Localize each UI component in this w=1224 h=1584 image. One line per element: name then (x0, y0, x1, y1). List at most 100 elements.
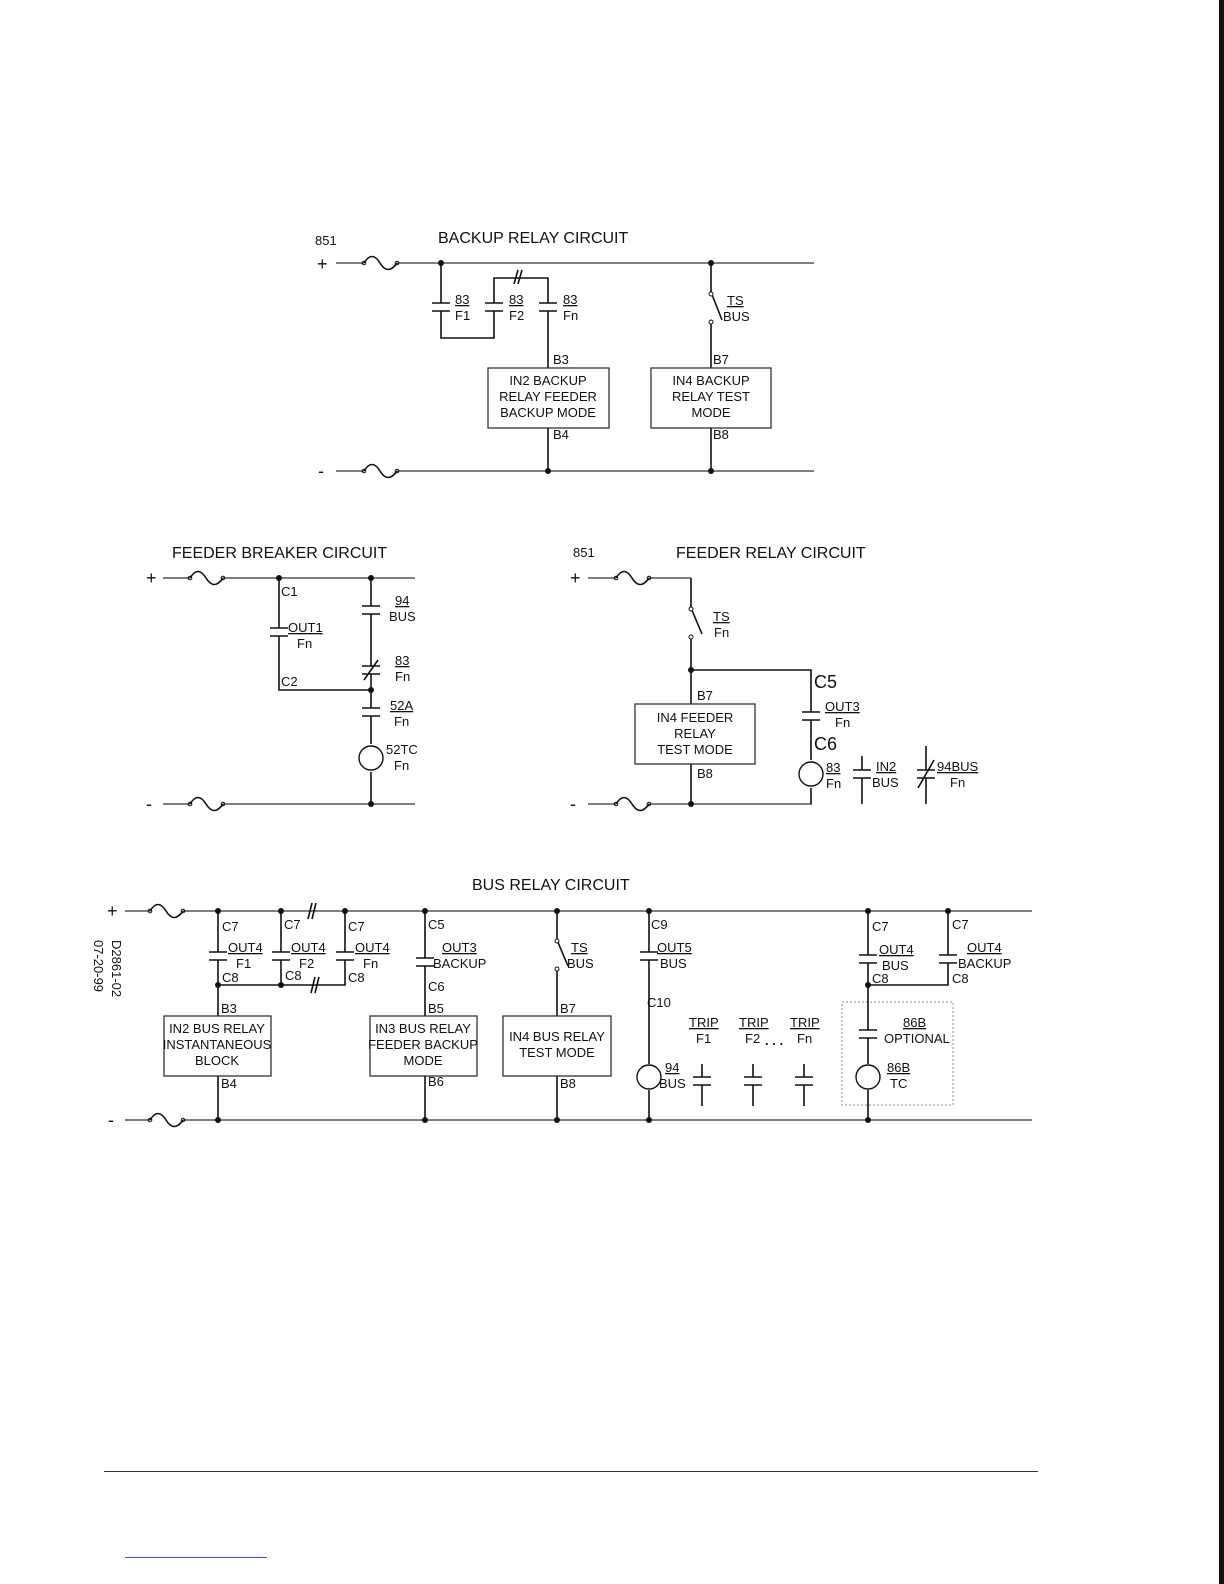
backup-positive-fuse (363, 255, 398, 271)
bus-in4-box (502, 1015, 612, 1077)
bus-box3-line2: TEST MODE (519, 1045, 595, 1060)
bus-out4d-top: OUT4 (879, 942, 914, 957)
fr-94bus-bot: Fn (950, 775, 965, 790)
bus-b4: B4 (221, 1076, 237, 1091)
backup-box2-line3: MODE (692, 405, 731, 420)
bus-b6: B6 (428, 1074, 444, 1089)
fb-minus: - (146, 794, 152, 814)
backup-contacts-wiring (432, 263, 549, 368)
bus-out4-fn-contact (218, 911, 354, 986)
bus-out4a-top: OUT4 (228, 940, 263, 955)
bus-out3-contact (416, 911, 434, 1016)
fb-83-top: 83 (395, 653, 409, 668)
bus-out3-top: OUT3 (442, 940, 477, 955)
backup-b4: B4 (553, 427, 569, 442)
bus-c10: C10 (647, 995, 671, 1010)
bus-box1-line3: BLOCK (195, 1053, 239, 1068)
bus-trip2-bot: F2 (745, 1031, 760, 1046)
backup-title: BACKUP RELAY CIRCUIT (438, 230, 629, 247)
backup-minus: - (318, 461, 324, 481)
bus-ts-top: TS (571, 940, 588, 955)
bus-c5: C5 (428, 917, 445, 932)
bus-coil94-top: 94 (665, 1060, 679, 1075)
bus-trip-fn-contact (795, 1064, 813, 1106)
fr-94bus-contact (917, 746, 935, 804)
fr-83-coil (798, 761, 824, 787)
feeder-breaker-circuit: FEEDER BREAKER CIRCUIT + - C1 OUT1 Fn C2… (146, 545, 418, 814)
bus-out3-bot: BACKUP (433, 956, 486, 971)
bus-relay-circuit: BUS RELAY CIRCUIT + - D2861-02 07-20-99 … (91, 877, 1032, 1130)
fb-83-nc-slash (363, 659, 379, 681)
fr-box-line1: IN4 FEEDER (657, 710, 734, 725)
bus-coil86-bot: TC (890, 1076, 907, 1091)
backup-box1-line1: IN2 BACKUP (509, 373, 586, 388)
backup-in4-box (650, 367, 772, 429)
fr-minus: - (570, 794, 576, 814)
bus-c8e: C8 (952, 971, 969, 986)
backup-box2-line2: RELAY TEST (672, 389, 750, 404)
fb-c1: C1 (281, 584, 298, 599)
backup-box1-line2: RELAY FEEDER (499, 389, 597, 404)
fr-94bus-top: 94BUS (937, 759, 979, 774)
fr-in2-contact (853, 756, 871, 804)
fb-94-bot: BUS (389, 609, 416, 624)
footer-link-underline[interactable] (125, 1557, 267, 1558)
backup-negative-fuse (363, 463, 398, 479)
fr-in2-top: IN2 (876, 759, 896, 774)
fr-out3-branch (691, 669, 820, 804)
fr-in2-bot: BUS (872, 775, 899, 790)
bus-box2-line3: MODE (404, 1053, 443, 1068)
bus-c7b: C7 (284, 917, 301, 932)
fr-c5: C5 (814, 672, 837, 692)
fr-ts-switch (690, 578, 703, 704)
fb-coil-top: 52TC (386, 742, 418, 757)
bus-optional-86b-box (841, 1001, 954, 1106)
bus-box2-line2: FEEDER BACKUP (368, 1037, 478, 1052)
drawing-id: D2861-02 07-20-99 (91, 940, 124, 997)
bus-out4a-bot: F1 (236, 956, 251, 971)
fr-coil-top: 83 (826, 760, 840, 775)
backup-ts-top: TS (727, 293, 744, 308)
fb-out1-top: OUT1 (288, 620, 323, 635)
bus-trip-f2-contact (744, 1064, 762, 1106)
fr-box-line2: RELAY (674, 726, 716, 741)
fb-out1-contact (270, 578, 371, 691)
bus-out5-bot: BUS (660, 956, 687, 971)
feeder-relay-circuit: FEEDER RELAY CIRCUIT 851 + - TS Fn C5 OU… (570, 545, 979, 814)
fr-plus: + (570, 568, 581, 588)
bus-c6: C6 (428, 979, 445, 994)
bus-opt-bot: OPTIONAL (884, 1031, 950, 1046)
fb-plus: + (146, 568, 157, 588)
backup-c1-bot: F1 (455, 308, 470, 323)
backup-c2-top: 83 (509, 292, 523, 307)
bus-c8a: C8 (222, 970, 239, 985)
bus-box3-line1: IN4 BUS RELAY (509, 1029, 605, 1044)
fr-out3-top: OUT3 (825, 699, 860, 714)
bus-c9: C9 (651, 917, 668, 932)
bus-out5-top: OUT5 (657, 940, 692, 955)
bus-trip3-bot: Fn (797, 1031, 812, 1046)
bus-out4-bus-backup-contacts (859, 911, 957, 986)
bus-opt-top: 86B (903, 1015, 926, 1030)
bus-c8c: C8 (348, 970, 365, 985)
fb-out1-bot: Fn (297, 636, 312, 651)
bus-c8d: C8 (872, 971, 889, 986)
bus-c8b: C8 (285, 968, 302, 983)
bus-coil94-bot: BUS (659, 1076, 686, 1091)
fr-851-label: 851 (573, 545, 595, 560)
backup-c2-bot: F2 (509, 308, 524, 323)
bus-coil86-top: 86B (887, 1060, 910, 1075)
backup-relay-circuit: BACKUP RELAY CIRCUIT 851 + - 83 F1 83 F2… (315, 230, 814, 481)
bus-c7a: C7 (222, 919, 239, 934)
bus-trip1-bot: F1 (696, 1031, 711, 1046)
backup-box1-line3: BACKUP MODE (500, 405, 596, 420)
fb-94-top: 94 (395, 593, 409, 608)
backup-b3: B3 (553, 352, 569, 367)
bus-c7e: C7 (952, 917, 969, 932)
bus-out4c-top: OUT4 (355, 940, 390, 955)
fb-coil-bot: Fn (394, 758, 409, 773)
bus-b5: B5 (428, 1001, 444, 1016)
bus-minus: - (108, 1110, 114, 1130)
bus-out4b-bot: F2 (299, 956, 314, 971)
drawing-number: D2861-02 (109, 940, 124, 997)
